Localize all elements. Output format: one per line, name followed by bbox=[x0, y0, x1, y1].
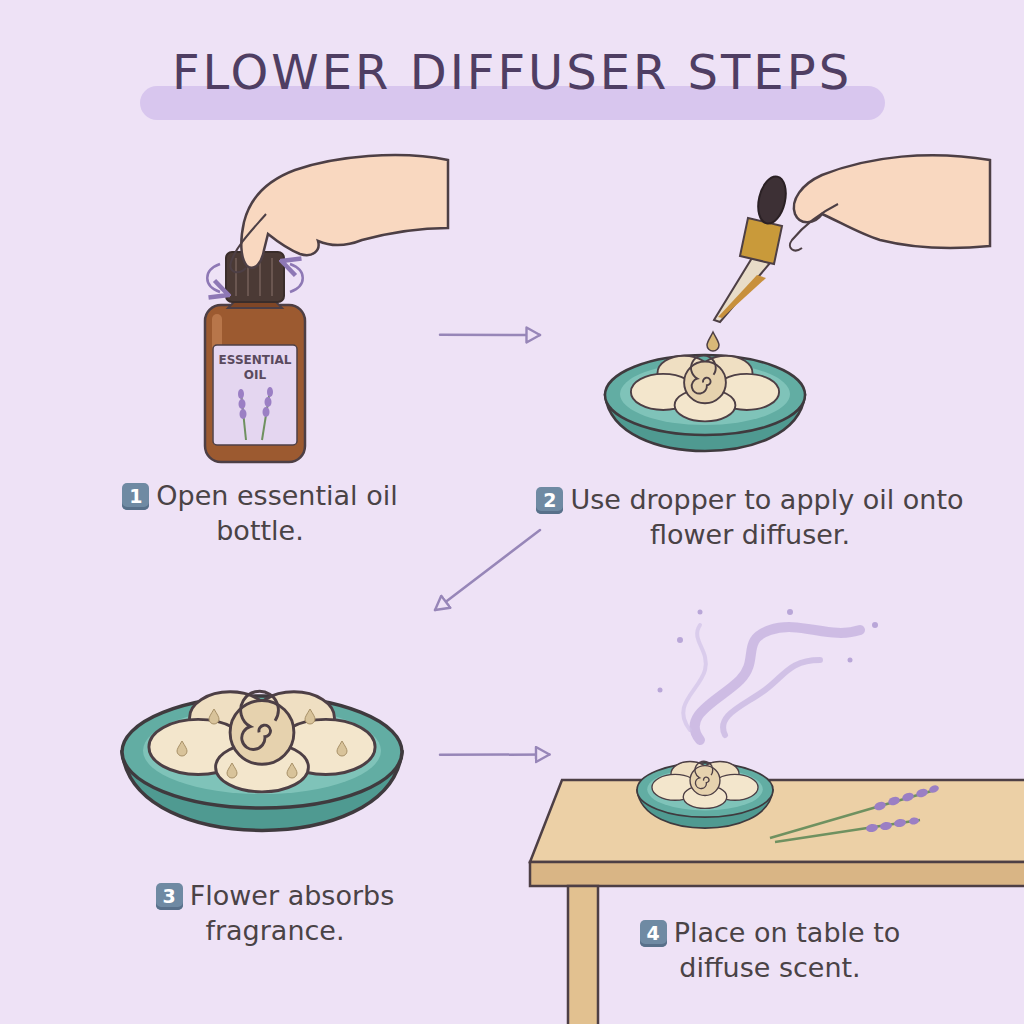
bowl bbox=[605, 355, 805, 451]
step4-illustration bbox=[530, 609, 1024, 1024]
bottle-body bbox=[205, 305, 305, 462]
step-arrow bbox=[440, 753, 550, 756]
dot bbox=[698, 610, 703, 615]
step-arrow bbox=[435, 530, 540, 610]
step-text: Flower absorbs fragrance. bbox=[190, 880, 395, 946]
scent-dots bbox=[658, 609, 879, 693]
table-top bbox=[530, 780, 1024, 862]
step-number: 4 bbox=[640, 920, 667, 947]
step1-illustration bbox=[205, 155, 448, 462]
step-panel: 3 Flower absorbs fragrance. bbox=[110, 610, 440, 950]
oil-drop bbox=[177, 741, 187, 756]
step2-illustration bbox=[605, 155, 990, 451]
step-number: 3 bbox=[156, 883, 183, 910]
oil-drop bbox=[209, 709, 219, 724]
scent-swirl bbox=[723, 660, 820, 735]
step-caption: 4 Place on table to diffuse scent. bbox=[600, 915, 940, 985]
dropper-bulb bbox=[754, 174, 790, 227]
oil-drop bbox=[305, 709, 315, 724]
bud bbox=[267, 387, 273, 397]
diagram-title: FLOWER DIFFUSER STEPS bbox=[0, 44, 1024, 100]
step-arrow bbox=[440, 334, 540, 337]
step-caption: 3 Flower absorbs fragrance. bbox=[125, 878, 425, 948]
bud bbox=[879, 821, 892, 831]
dot bbox=[658, 688, 663, 693]
bud bbox=[908, 817, 919, 826]
step-text: Use dropper to apply oil onto flower dif… bbox=[570, 484, 963, 550]
flower-diffuser bbox=[652, 761, 758, 808]
flower-diffuser bbox=[631, 355, 779, 421]
bud bbox=[263, 407, 270, 417]
rotate-arrow bbox=[207, 264, 220, 292]
dot bbox=[872, 622, 878, 628]
ridge bbox=[271, 258, 273, 296]
hand bbox=[794, 155, 990, 248]
oil-drop bbox=[707, 332, 719, 351]
bud bbox=[873, 800, 887, 812]
table-leg bbox=[568, 886, 598, 1024]
bud bbox=[238, 389, 244, 399]
oil-drop bbox=[287, 763, 297, 778]
thumb bbox=[790, 204, 838, 250]
dot bbox=[787, 609, 793, 615]
rotate-arrow bbox=[290, 264, 303, 292]
scent-swirl bbox=[695, 627, 860, 740]
bud bbox=[865, 823, 878, 833]
step-number: 1 bbox=[122, 483, 149, 510]
lavender-buds bbox=[238, 387, 273, 419]
bud bbox=[240, 409, 247, 419]
bud bbox=[893, 818, 906, 828]
bud bbox=[915, 787, 929, 799]
step-caption: 2 Use dropper to apply oil onto flower di… bbox=[535, 482, 965, 552]
bud bbox=[887, 795, 901, 807]
ridge bbox=[235, 258, 237, 296]
table-edge bbox=[530, 862, 1024, 886]
step-text: Open essential oil bottle. bbox=[156, 480, 397, 546]
oil-drop bbox=[227, 763, 237, 778]
oil-drop bbox=[337, 741, 347, 756]
step-caption: 1 Open essential oil bottle. bbox=[90, 478, 430, 548]
dropper-tube bbox=[714, 258, 770, 322]
dropper-oil bbox=[718, 275, 766, 318]
bottle-label bbox=[213, 345, 297, 445]
thumb bbox=[230, 214, 266, 272]
dot bbox=[677, 637, 683, 643]
dropper-collar bbox=[740, 218, 782, 264]
step-panel: 4 Place on table to diffuse scent. bbox=[545, 570, 995, 980]
hand bbox=[241, 155, 448, 268]
step-number: 2 bbox=[536, 487, 563, 514]
bud bbox=[901, 791, 915, 803]
step-panel: 2Use dropper to apply oil onto flower di… bbox=[540, 150, 960, 550]
scent-swirl bbox=[683, 625, 706, 730]
lavender-buds bbox=[865, 784, 939, 833]
dot bbox=[848, 658, 853, 663]
step-panel: 1Open essential oil bottle. bbox=[80, 150, 440, 540]
bud bbox=[239, 399, 246, 409]
bud bbox=[265, 397, 272, 407]
flower-diffuser bbox=[149, 691, 375, 792]
bottle-label-text: ESSENTIAL OIL bbox=[213, 353, 297, 383]
step-text: Place on table to diffuse scent. bbox=[674, 917, 901, 983]
bud bbox=[928, 784, 940, 794]
step3-illustration bbox=[122, 691, 402, 830]
